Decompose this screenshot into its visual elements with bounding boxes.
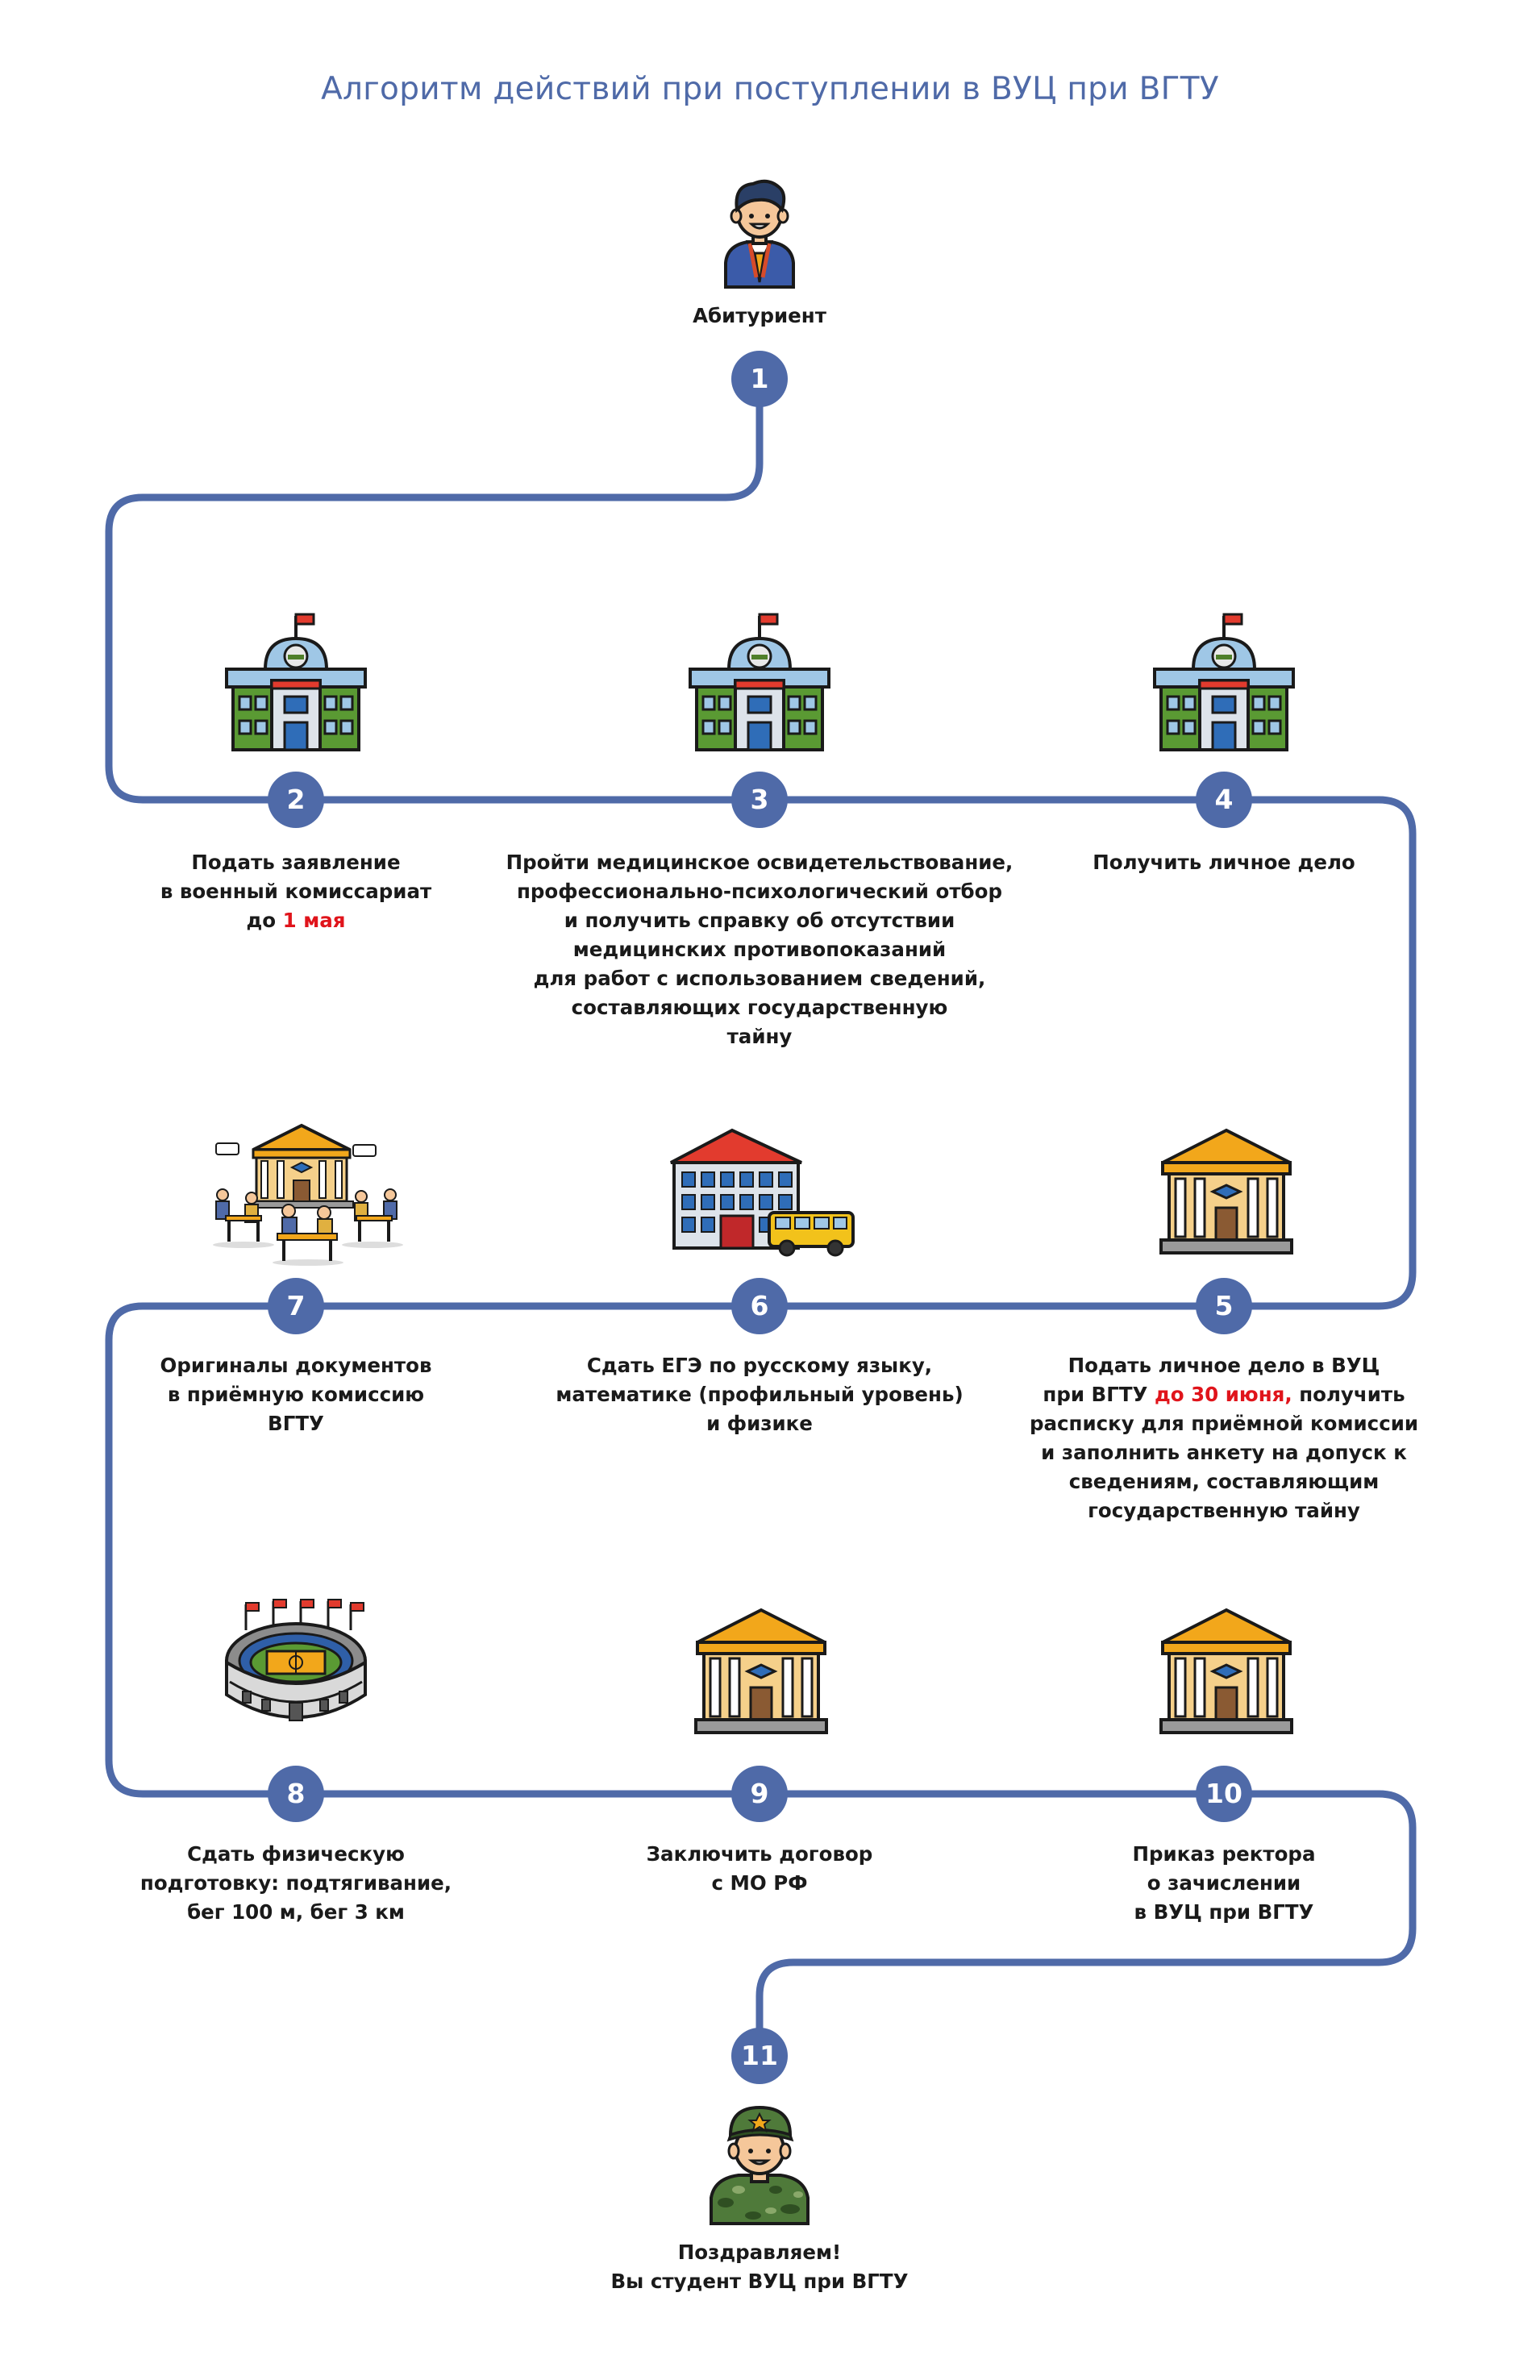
step-caption: Оригиналы документов в приёмную комиссию…: [160, 1354, 432, 1435]
step-number: 4: [1196, 772, 1252, 828]
military-building-icon: [689, 613, 830, 751]
step-number: 1: [731, 351, 788, 407]
step-number: 5: [1196, 1278, 1252, 1334]
step-number: 3: [731, 772, 788, 828]
step-number: 10: [1196, 1766, 1252, 1822]
stadium-icon: [225, 1599, 367, 1721]
start-label: Абитуриент: [693, 304, 826, 327]
university-icon: [694, 1608, 828, 1734]
military-building-icon: [1153, 613, 1295, 751]
step-caption: Пройти медицинское освидетельствование, …: [506, 851, 1013, 1048]
step-number: 11: [731, 2028, 788, 2084]
university-icon: [1159, 1608, 1293, 1734]
step-caption: Сдать ЕГЭ по русскому языку, математике …: [556, 1354, 964, 1435]
step-number: 6: [731, 1278, 788, 1334]
step-caption: Заключить договор с МО РФ: [646, 1842, 873, 1895]
page-title: Алгоритм действий при поступлении в ВУЦ …: [321, 71, 1219, 107]
step-caption: Приказ ректора о зачислении в ВУЦ при ВГ…: [1132, 1842, 1316, 1924]
military-building-icon: [225, 613, 367, 751]
step-number: 9: [731, 1766, 788, 1822]
step-caption: Подать личное дело в ВУЦ при ВГТУ до 30 …: [1029, 1354, 1419, 1522]
step-number: 8: [268, 1766, 324, 1822]
soldier-icon: [710, 2105, 810, 2225]
step-number: 2: [268, 772, 324, 828]
school-bus-icon: [670, 1128, 855, 1257]
step-caption: Подать заявление в военный комиссариат д…: [160, 851, 432, 932]
step-caption: Получить личное дело: [1093, 851, 1355, 874]
university-icon: [1159, 1128, 1293, 1254]
finish-label: Поздравляем! Вы студент ВУЦ при ВГТУ: [610, 2241, 909, 2293]
admission-committee-icon: [213, 1123, 403, 1266]
step-number: 7: [268, 1278, 324, 1334]
step-caption: Сдать физическую подготовку: подтягивани…: [139, 1842, 452, 1924]
student-icon: [724, 179, 795, 289]
